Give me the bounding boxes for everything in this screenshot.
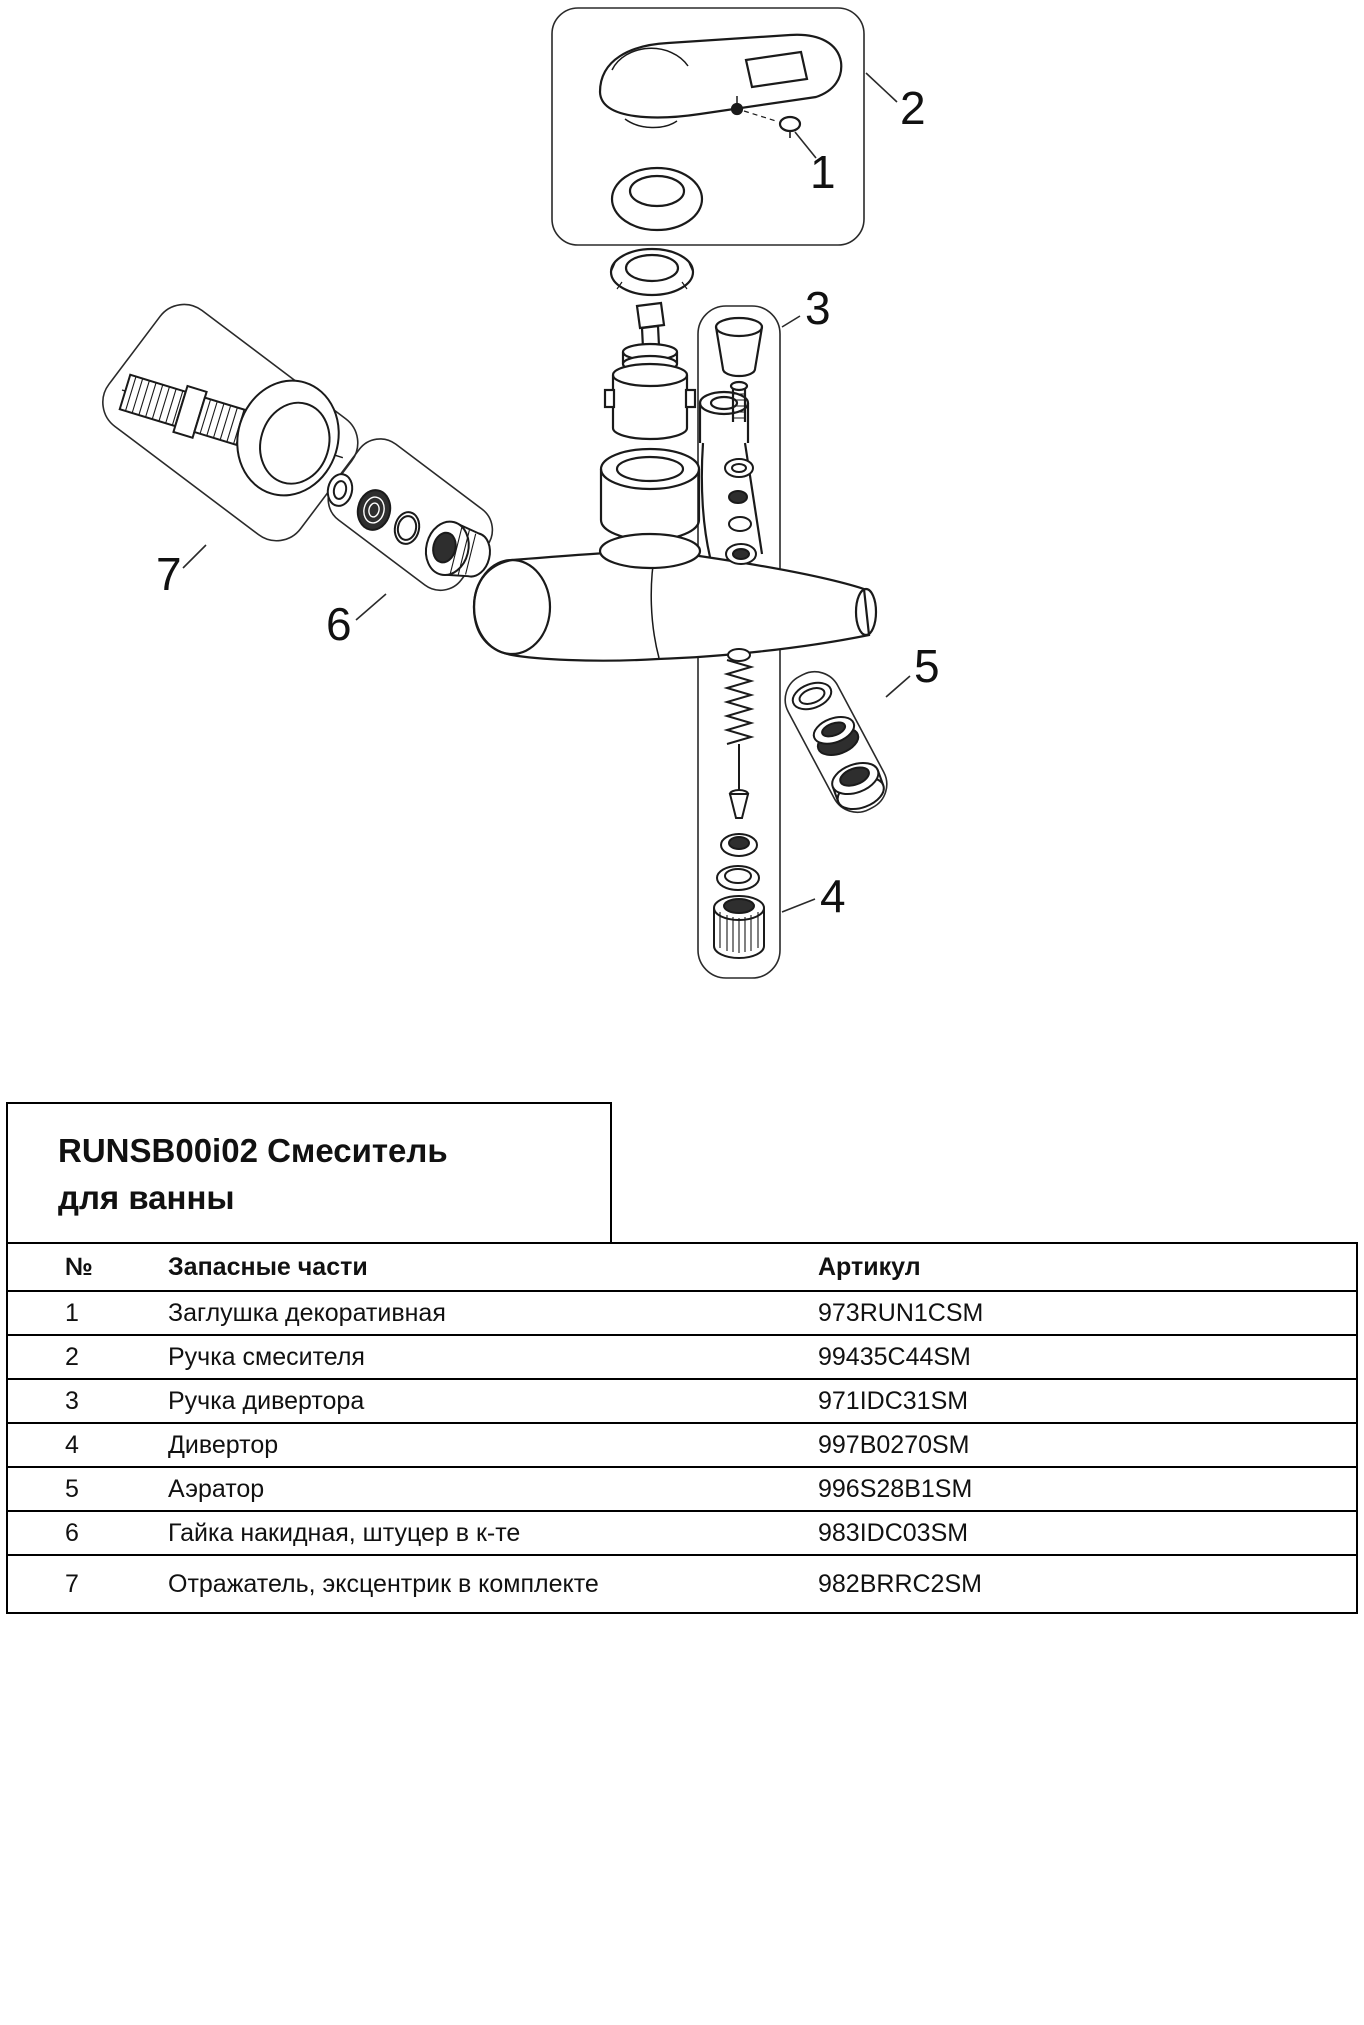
- cell-number: 5: [65, 1474, 79, 1503]
- cell-article: 971IDC31SM: [818, 1386, 969, 1415]
- callout-label-4: 4: [820, 870, 846, 922]
- callout-label-6: 6: [326, 598, 352, 650]
- divertor-body-part: [713, 895, 765, 959]
- cell-part-name: Аэратор: [168, 1474, 265, 1503]
- decorative-plug-part: [778, 115, 802, 138]
- mounting-ring-part: [609, 247, 695, 297]
- callout-label-1: 1: [810, 146, 836, 198]
- divertor-part: [713, 648, 765, 959]
- table-row: 6 Гайка накидная, штуцер в к-те 983IDC03…: [8, 1512, 1356, 1556]
- title-box: RUNSB00i02 Смеситель для ванны: [6, 1102, 612, 1244]
- dome-cap-part: [610, 166, 704, 232]
- cell-article: 996S28B1SM: [818, 1474, 973, 1503]
- cell-number: 2: [65, 1342, 79, 1371]
- divertor-seals-part: [724, 458, 757, 565]
- eccentric-part: [118, 373, 249, 447]
- col-header-number: №: [65, 1252, 93, 1281]
- cell-part-name: Гайка накидная, штуцер в к-те: [168, 1518, 521, 1547]
- leader-7: [182, 544, 207, 569]
- callout-label-7: 7: [156, 548, 182, 600]
- union-nut-part: [424, 520, 491, 578]
- aerator-part: [791, 681, 885, 811]
- set-screw: [730, 102, 744, 116]
- col-header-parts: Запасные части: [168, 1252, 368, 1281]
- table-row: 3 Ручка дивертора 971IDC31SM: [8, 1380, 1356, 1424]
- exploded-diagram: 1 2 3 4 5 6 7: [102, 7, 940, 979]
- cell-article: 983IDC03SM: [818, 1518, 969, 1547]
- union-nut-set-part: [326, 473, 491, 578]
- cell-article: 982BRRC2SM: [818, 1569, 982, 1598]
- callout-box-aerator: [784, 670, 888, 814]
- cartridge-seat: [598, 532, 702, 570]
- cell-number: 7: [65, 1569, 79, 1598]
- o-ring-part: [393, 511, 421, 545]
- table-row: 2 Ручка смесителя 99435C44SM: [8, 1336, 1356, 1380]
- aerator-ring: [791, 681, 833, 711]
- callout-box-handle: [551, 7, 865, 246]
- cell-number: 3: [65, 1386, 79, 1415]
- leader-3: [781, 315, 801, 328]
- spout-outlet: [854, 587, 878, 637]
- table-row: 5 Аэратор 996S28B1SM: [8, 1468, 1356, 1512]
- leader-6: [355, 593, 387, 621]
- divertor-handle-part: [714, 316, 764, 422]
- cell-article: 997B0270SM: [818, 1430, 970, 1459]
- callout-labels: 1 2 3 4 5 6 7: [156, 82, 940, 922]
- callout-label-5: 5: [914, 640, 940, 692]
- shower-outlet-boss: [698, 390, 750, 443]
- gasket-part: [356, 489, 392, 531]
- table-row: 7 Отражатель, эксцентрик в комплекте 982…: [8, 1556, 1356, 1612]
- divertor-spring: [723, 659, 755, 745]
- table-row: 4 Дивертор 997B0270SM: [8, 1424, 1356, 1468]
- cell-article: 973RUN1CSM: [818, 1298, 984, 1327]
- reflector-eccentric-part: [118, 373, 345, 497]
- callout-box-reflector: [102, 303, 359, 542]
- product-title: RUNSB00i02 Смеситель для ванны: [58, 1128, 610, 1222]
- leader-lines: [182, 72, 911, 913]
- product-title-line2: для ванны: [58, 1178, 235, 1216]
- cell-part-name: Заглушка декоративная: [168, 1298, 446, 1327]
- parts-table: № Запасные части Артикул 1 Заглушка деко…: [6, 1242, 1358, 1614]
- washer-part: [326, 473, 354, 507]
- cell-number: 4: [65, 1430, 79, 1459]
- aerator-shell: [831, 761, 885, 811]
- col-header-article: Артикул: [818, 1252, 921, 1281]
- leader-1: [794, 131, 817, 159]
- callout-boxes: [102, 7, 888, 979]
- table-header-row: № Запасные части Артикул: [8, 1244, 1356, 1292]
- callout-label-2: 2: [900, 82, 926, 134]
- cell-part-name: Ручка смесителя: [168, 1342, 365, 1371]
- mixer-handle-part: [598, 33, 843, 138]
- cell-part-name: Отражатель, эксцентрик в комплекте: [168, 1569, 599, 1598]
- reflector-part: [236, 379, 340, 497]
- product-title-line1: RUNSB00i02 Смеситель: [58, 1132, 448, 1169]
- leader-4: [781, 898, 816, 913]
- callout-label-3: 3: [805, 282, 831, 334]
- cell-part-name: Дивертор: [168, 1430, 279, 1459]
- leader-5: [885, 675, 911, 698]
- aerator-insert: [812, 715, 860, 757]
- cartridge-part: [599, 301, 701, 542]
- handle-cutout: [744, 50, 809, 89]
- cell-number: 6: [65, 1518, 79, 1547]
- table-row: 1 Заглушка декоративная 973RUN1CSM: [8, 1292, 1356, 1336]
- cell-part-name: Ручка дивертора: [168, 1386, 365, 1415]
- faucet-body-part: [472, 390, 878, 662]
- cell-number: 1: [65, 1298, 79, 1327]
- leader-2: [865, 72, 898, 103]
- cell-article: 99435C44SM: [818, 1342, 971, 1371]
